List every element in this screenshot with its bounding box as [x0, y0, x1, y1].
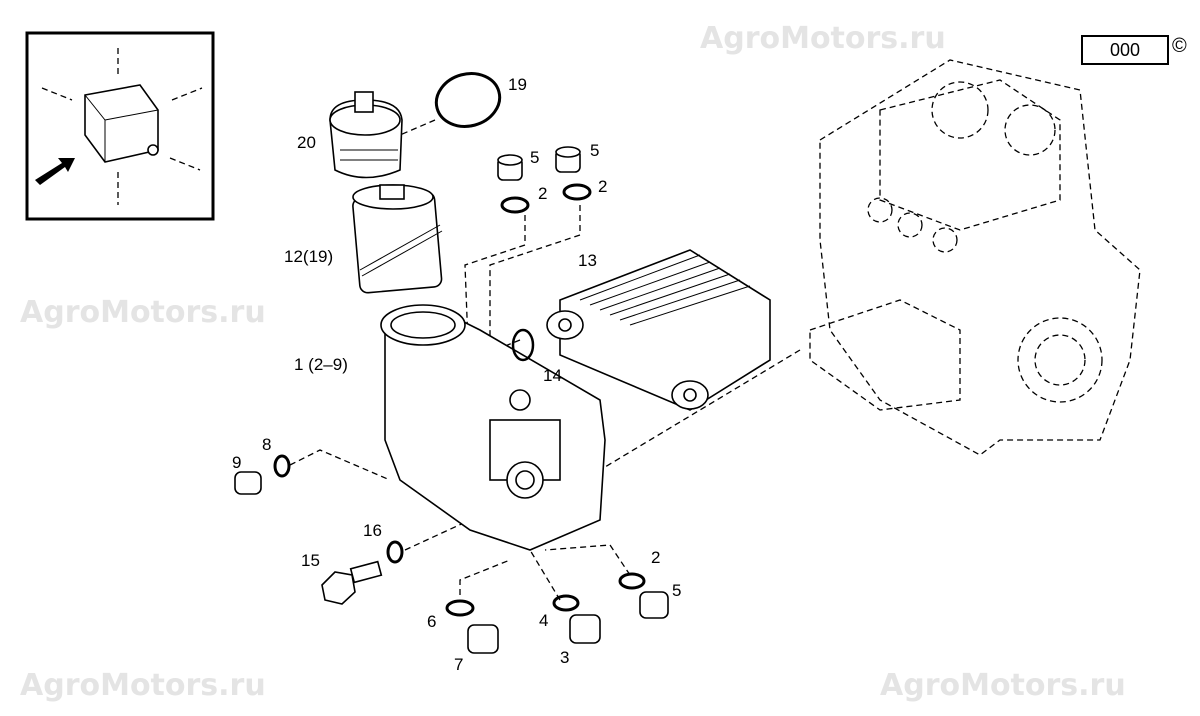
filter-element: [352, 184, 443, 294]
callout-16: 16: [363, 521, 382, 540]
callout-19: 19: [508, 75, 527, 94]
callout-2: 2: [538, 184, 547, 203]
locator-inset: [25, 31, 215, 221]
callout-20: 20: [297, 133, 316, 152]
watermark: AgroMotors.ru: [20, 668, 266, 703]
callout-4: 4: [539, 611, 548, 630]
callout-2: 2: [598, 177, 607, 196]
callout-1: 1 (2–9): [294, 355, 348, 374]
callout-15: 15: [301, 551, 320, 570]
copyright-icon: ©: [1172, 35, 1187, 57]
callout-3: 3: [560, 648, 569, 667]
reference-code-box: 000: [1081, 35, 1169, 65]
engine-block: [809, 59, 1141, 456]
callout-labels: 19 20 5 5 2 2 12(19) 13 1 (2–9) 14 9 8 1…: [232, 75, 681, 674]
filter-cap: [329, 72, 502, 179]
callout-5: 5: [590, 141, 599, 160]
callout-5: 5: [672, 581, 681, 600]
callout-2: 2: [651, 548, 660, 567]
callout-14: 14: [543, 366, 562, 385]
filter-housing: [380, 304, 606, 551]
watermarks: AgroMotors.ru AgroMotors.ru AgroMotors.r…: [20, 21, 1126, 703]
callout-13: 13: [578, 251, 597, 270]
callout-5: 5: [530, 148, 539, 167]
watermark: AgroMotors.ru: [20, 295, 266, 330]
callout-8: 8: [262, 435, 271, 454]
callout-6: 6: [427, 612, 436, 631]
callout-12: 12(19): [284, 247, 333, 266]
callout-7: 7: [454, 655, 463, 674]
watermark: AgroMotors.ru: [700, 21, 946, 56]
plugs-and-seals: [234, 146, 669, 654]
watermark: AgroMotors.ru: [880, 668, 1126, 703]
callout-9: 9: [232, 453, 241, 472]
oil-cooler: [511, 249, 771, 411]
